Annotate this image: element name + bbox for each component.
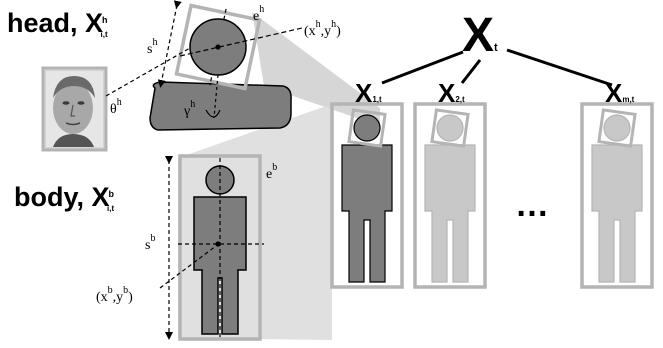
body-bounding-box (178, 154, 262, 341)
person-2-figure (424, 114, 476, 283)
gamma-h-label: γh (184, 99, 196, 119)
body-label: body, Xbi,t (14, 182, 115, 213)
head-projection-wedge (252, 12, 380, 126)
ellipsis: … (515, 186, 549, 224)
e-h-label: eh (253, 4, 265, 24)
gamma-angle-line (213, 74, 219, 119)
body-position-label: (xb,yb) (96, 285, 133, 305)
edge-xt-xm (506, 48, 613, 87)
head-position-label: (xh,yh) (304, 19, 341, 39)
person-m-head-box (597, 108, 637, 148)
head-scale-arrow (157, 0, 182, 88)
face-image (46, 71, 103, 147)
state-label: Xt (462, 9, 498, 62)
person-m-body-box (580, 102, 654, 289)
head-label: head, Xhi,t (7, 8, 108, 39)
person-2-head-box (430, 108, 470, 148)
s-h-label: sh (147, 37, 158, 57)
theta-h-label: θh (110, 97, 122, 117)
body-pos-pointer (159, 245, 217, 289)
e-b-label: eb (266, 162, 278, 182)
person-m-figure (591, 114, 643, 283)
shoulders-shape (149, 81, 292, 131)
edge-xt-x2 (460, 59, 482, 84)
head-axis-horizontal (179, 27, 303, 57)
head-center-dot (215, 44, 221, 50)
person-1-label: X1,t (355, 78, 382, 108)
body-center-dot (215, 241, 221, 247)
person-1-body-box (330, 102, 404, 289)
person-m-label: Xm,t (605, 78, 635, 108)
s-b-label: sb (145, 233, 156, 253)
person-2-body-box (413, 102, 487, 289)
person-2-label: X2,t (438, 78, 465, 108)
gamma-arc (205, 109, 221, 118)
person-1-figure (341, 114, 393, 283)
edge-xt-x1 (381, 50, 464, 85)
theta-line (105, 47, 191, 97)
person-1-head-box (347, 108, 387, 148)
